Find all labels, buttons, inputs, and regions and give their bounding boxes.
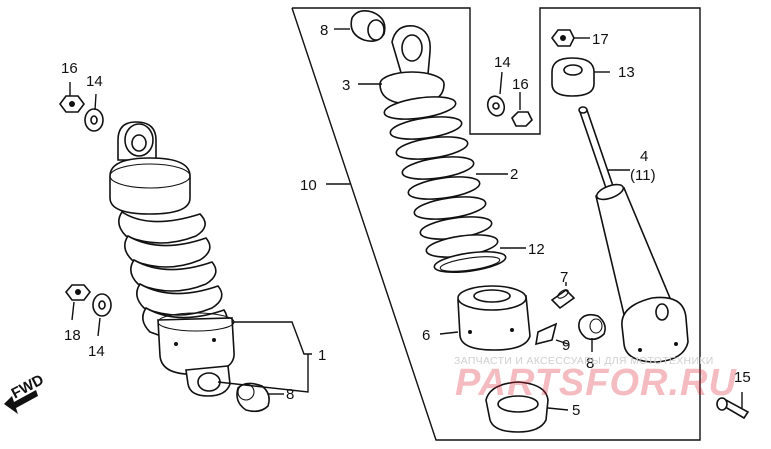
callout-17: 17 <box>592 31 609 48</box>
part-6-adjuster <box>457 285 531 351</box>
callout-11: (11) <box>630 167 656 184</box>
callout-12: 12 <box>528 241 545 258</box>
parts-14-16-center <box>486 95 533 127</box>
part-9-clip <box>535 322 558 346</box>
callout-6: 6 <box>422 327 430 344</box>
part-12-ring <box>433 250 507 274</box>
callout-13: 13 <box>618 64 635 81</box>
shock-absorber-assembly <box>109 121 235 397</box>
callout-16: 16 <box>61 60 78 77</box>
callout-8: 8 <box>286 386 294 403</box>
callout-8: 8 <box>586 355 594 372</box>
callout-1: 1 <box>318 347 326 364</box>
part-2-spring <box>383 96 499 258</box>
watermark-subtitle: ЗАПЧАСТИ И АКСЕССУАРЫ ДЛЯ МОТОТЕХНИКИ <box>454 355 714 367</box>
callout-4: 4 <box>640 148 648 165</box>
part-17-nut <box>551 29 575 47</box>
part-15-bolt <box>716 397 750 420</box>
callout-15: 15 <box>734 369 751 386</box>
callout-10: 10 <box>300 177 317 194</box>
callout-labels: 16 14 18 14 1 8 10 8 3 14 16 17 13 2 4 (… <box>61 22 751 419</box>
callout-14: 14 <box>86 73 103 90</box>
leader-lines-left <box>69 82 312 395</box>
leader-lines-center <box>326 28 743 411</box>
part-13-rubber-bush <box>551 57 595 97</box>
callout-3: 3 <box>342 77 350 94</box>
callout-14: 14 <box>494 54 511 71</box>
callout-9: 9 <box>562 337 570 354</box>
assembly-outline-10 <box>291 7 701 441</box>
callout-5: 5 <box>572 402 580 419</box>
callout-18: 18 <box>64 327 81 344</box>
callout-8: 8 <box>320 22 328 39</box>
part-8-bushing-top <box>350 10 386 42</box>
callout-2: 2 <box>510 166 518 183</box>
part-5-lock-ring <box>485 381 549 433</box>
callout-16: 16 <box>512 76 529 93</box>
part-8-bushing-center <box>578 313 606 341</box>
part-3-upper-eye <box>379 25 445 105</box>
forward-direction-arrow: FWD <box>4 371 47 414</box>
part-7-pin <box>550 288 576 310</box>
hardware-left <box>59 95 270 413</box>
part-4-damper <box>578 106 689 363</box>
watermark-brand: PARTSFOR.RU <box>455 362 737 404</box>
callout-14: 14 <box>88 343 105 360</box>
callout-7: 7 <box>560 269 568 286</box>
